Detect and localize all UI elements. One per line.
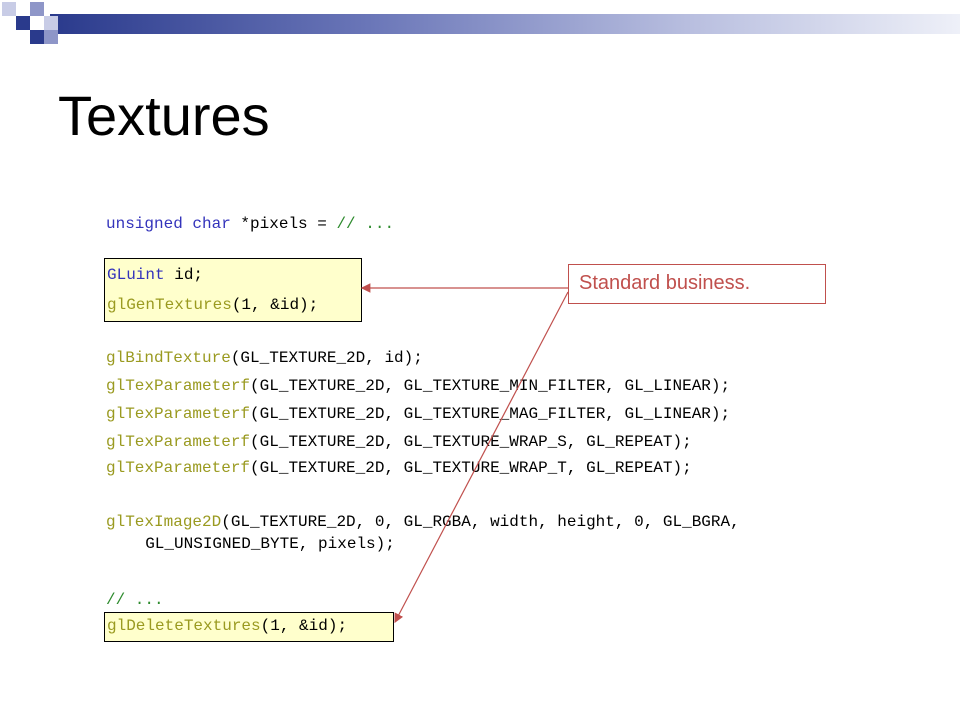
code-line: glTexParameterf(GL_TEXTURE_2D, GL_TEXTUR… [106, 404, 730, 424]
code-line: glBindTexture(GL_TEXTURE_2D, id); [106, 348, 423, 368]
code-comment: // ... [106, 591, 164, 609]
callout-box: Standard business. [568, 264, 826, 304]
code-function: glDeleteTextures [107, 617, 261, 635]
code-keyword: unsigned [106, 215, 183, 233]
arrow-to-delete [394, 291, 569, 624]
code-function: glTexParameterf [106, 459, 251, 477]
code-text: (GL_TEXTURE_2D, GL_TEXTURE_MAG_FILTER, G… [250, 405, 731, 423]
code-function: glTexImage2D [106, 513, 222, 531]
code-function: glTexParameterf [106, 433, 251, 451]
code-text: (GL_TEXTURE_2D, 0, GL_RGBA, width, heigh… [221, 513, 740, 531]
code-line: GL_UNSIGNED_BYTE, pixels); [126, 534, 395, 554]
highlight-block-delete: glDeleteTextures(1, &id); [104, 612, 394, 642]
deco-square [2, 2, 16, 16]
code-text: *pixels = [230, 215, 337, 233]
code-text: (GL_TEXTURE_2D, GL_TEXTURE_WRAP_T, GL_RE… [250, 459, 692, 477]
code-line: unsigned char *pixels = // ... [106, 214, 394, 234]
deco-square [44, 16, 58, 30]
code-keyword: GLuint [107, 266, 165, 284]
slide-title: Textures [58, 84, 270, 147]
code-text: (GL_TEXTURE_2D, id); [230, 349, 423, 367]
code-line: glTexParameterf(GL_TEXTURE_2D, GL_TEXTUR… [106, 376, 730, 396]
code-function: glBindTexture [106, 349, 231, 367]
code-text: (GL_TEXTURE_2D, GL_TEXTURE_WRAP_S, GL_RE… [250, 433, 692, 451]
deco-square [44, 30, 58, 44]
code-function: glGenTextures [107, 296, 232, 314]
code-text: id; [164, 266, 204, 284]
header-gradient-bar [50, 14, 960, 34]
code-keyword: char [192, 215, 231, 233]
code-text: (GL_TEXTURE_2D, GL_TEXTURE_MIN_FILTER, G… [250, 377, 731, 395]
code-line: glTexParameterf(GL_TEXTURE_2D, GL_TEXTUR… [106, 432, 692, 452]
code-text: (1, &id); [260, 617, 348, 635]
code-text: (1, &id); [231, 296, 319, 314]
code-line: glTexParameterf(GL_TEXTURE_2D, GL_TEXTUR… [106, 458, 692, 478]
code-line: glTexImage2D(GL_TEXTURE_2D, 0, GL_RGBA, … [106, 512, 740, 532]
code-line: // ... [106, 590, 164, 610]
code-function: glTexParameterf [106, 405, 251, 423]
code-text: GL_UNSIGNED_BYTE, pixels); [126, 535, 395, 553]
code-function: glTexParameterf [106, 377, 251, 395]
deco-square [16, 16, 30, 30]
deco-square [30, 2, 44, 16]
deco-square [30, 30, 44, 44]
code-comment: // ... [336, 215, 395, 233]
highlight-block-gen: GLuint id; glGenTextures(1, &id); [104, 258, 362, 322]
